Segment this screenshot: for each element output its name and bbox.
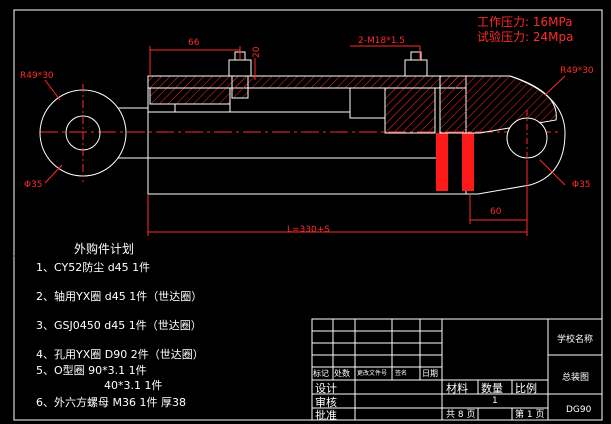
cylinder-body [147,51,474,195]
approve-label: 批准 [315,409,337,422]
quantity-label: 数量 [481,382,503,395]
design-label: 设计 [315,382,337,395]
parts-list-item: 2、轴用YX圈 d45 1件（世达圈） [36,290,203,303]
quantity-value: 1 [492,396,498,406]
dim-60: 60 [490,207,502,217]
phi-left-callout: Φ35 [24,180,43,190]
overall-length-callout: L=330+S [287,225,330,235]
rev-header-sign: 签名 [395,370,408,377]
title-block-grid [311,318,603,421]
parts-list-title: 外购件计划 [74,242,135,256]
total-pages: 共 8 页 [446,410,476,420]
rev-header-file: 更改文件号 [357,370,388,377]
drawing-code: DG90 [566,405,592,415]
dim-20: 20 [252,46,262,58]
dim-66: 66 [188,38,200,48]
work-pressure-label: 工作压力: 16MPa [477,15,573,29]
thread-callout: 2-M18*1.5 [358,36,406,46]
dimension-lines [44,45,566,236]
parts-list-item: 3、GSJ0450 d45 1件（世达圈） [36,319,202,332]
rev-header-mark: 标记 [313,369,329,378]
rev-header-count: 处数 [334,369,350,378]
right-end-cap [439,75,566,195]
rev-header-date: 日期 [422,369,438,378]
parts-list-item: 6、外六方螺母 M36 1件 厚38 [36,396,186,409]
page-number: 第 1 页 [515,410,545,420]
scale-label: 比例 [515,382,537,395]
parts-list-item: 1、CY52防尘 d45 1件 [36,261,151,274]
radius-right-callout: R49*30 [560,66,594,76]
test-pressure-label: 试验压力: 24Mpa [477,30,574,44]
radius-left-callout: R49*30 [20,71,54,81]
left-rod-eye [39,84,149,182]
material-label: 材料 [446,382,468,395]
drawing-border [13,9,603,421]
parts-list-item: 40*3.1 1件 [104,379,163,392]
drawing-title: 总装图 [562,373,590,383]
school-name: 学校名称 [557,335,594,345]
parts-list-item: 4、孔用YX圈 D90 2件（世达圈） [36,348,204,361]
phi-right-callout: Φ35 [572,180,591,190]
review-label: 审核 [315,396,337,409]
parts-list-item: 5、O型圈 90*3.1 1件 [36,364,147,377]
